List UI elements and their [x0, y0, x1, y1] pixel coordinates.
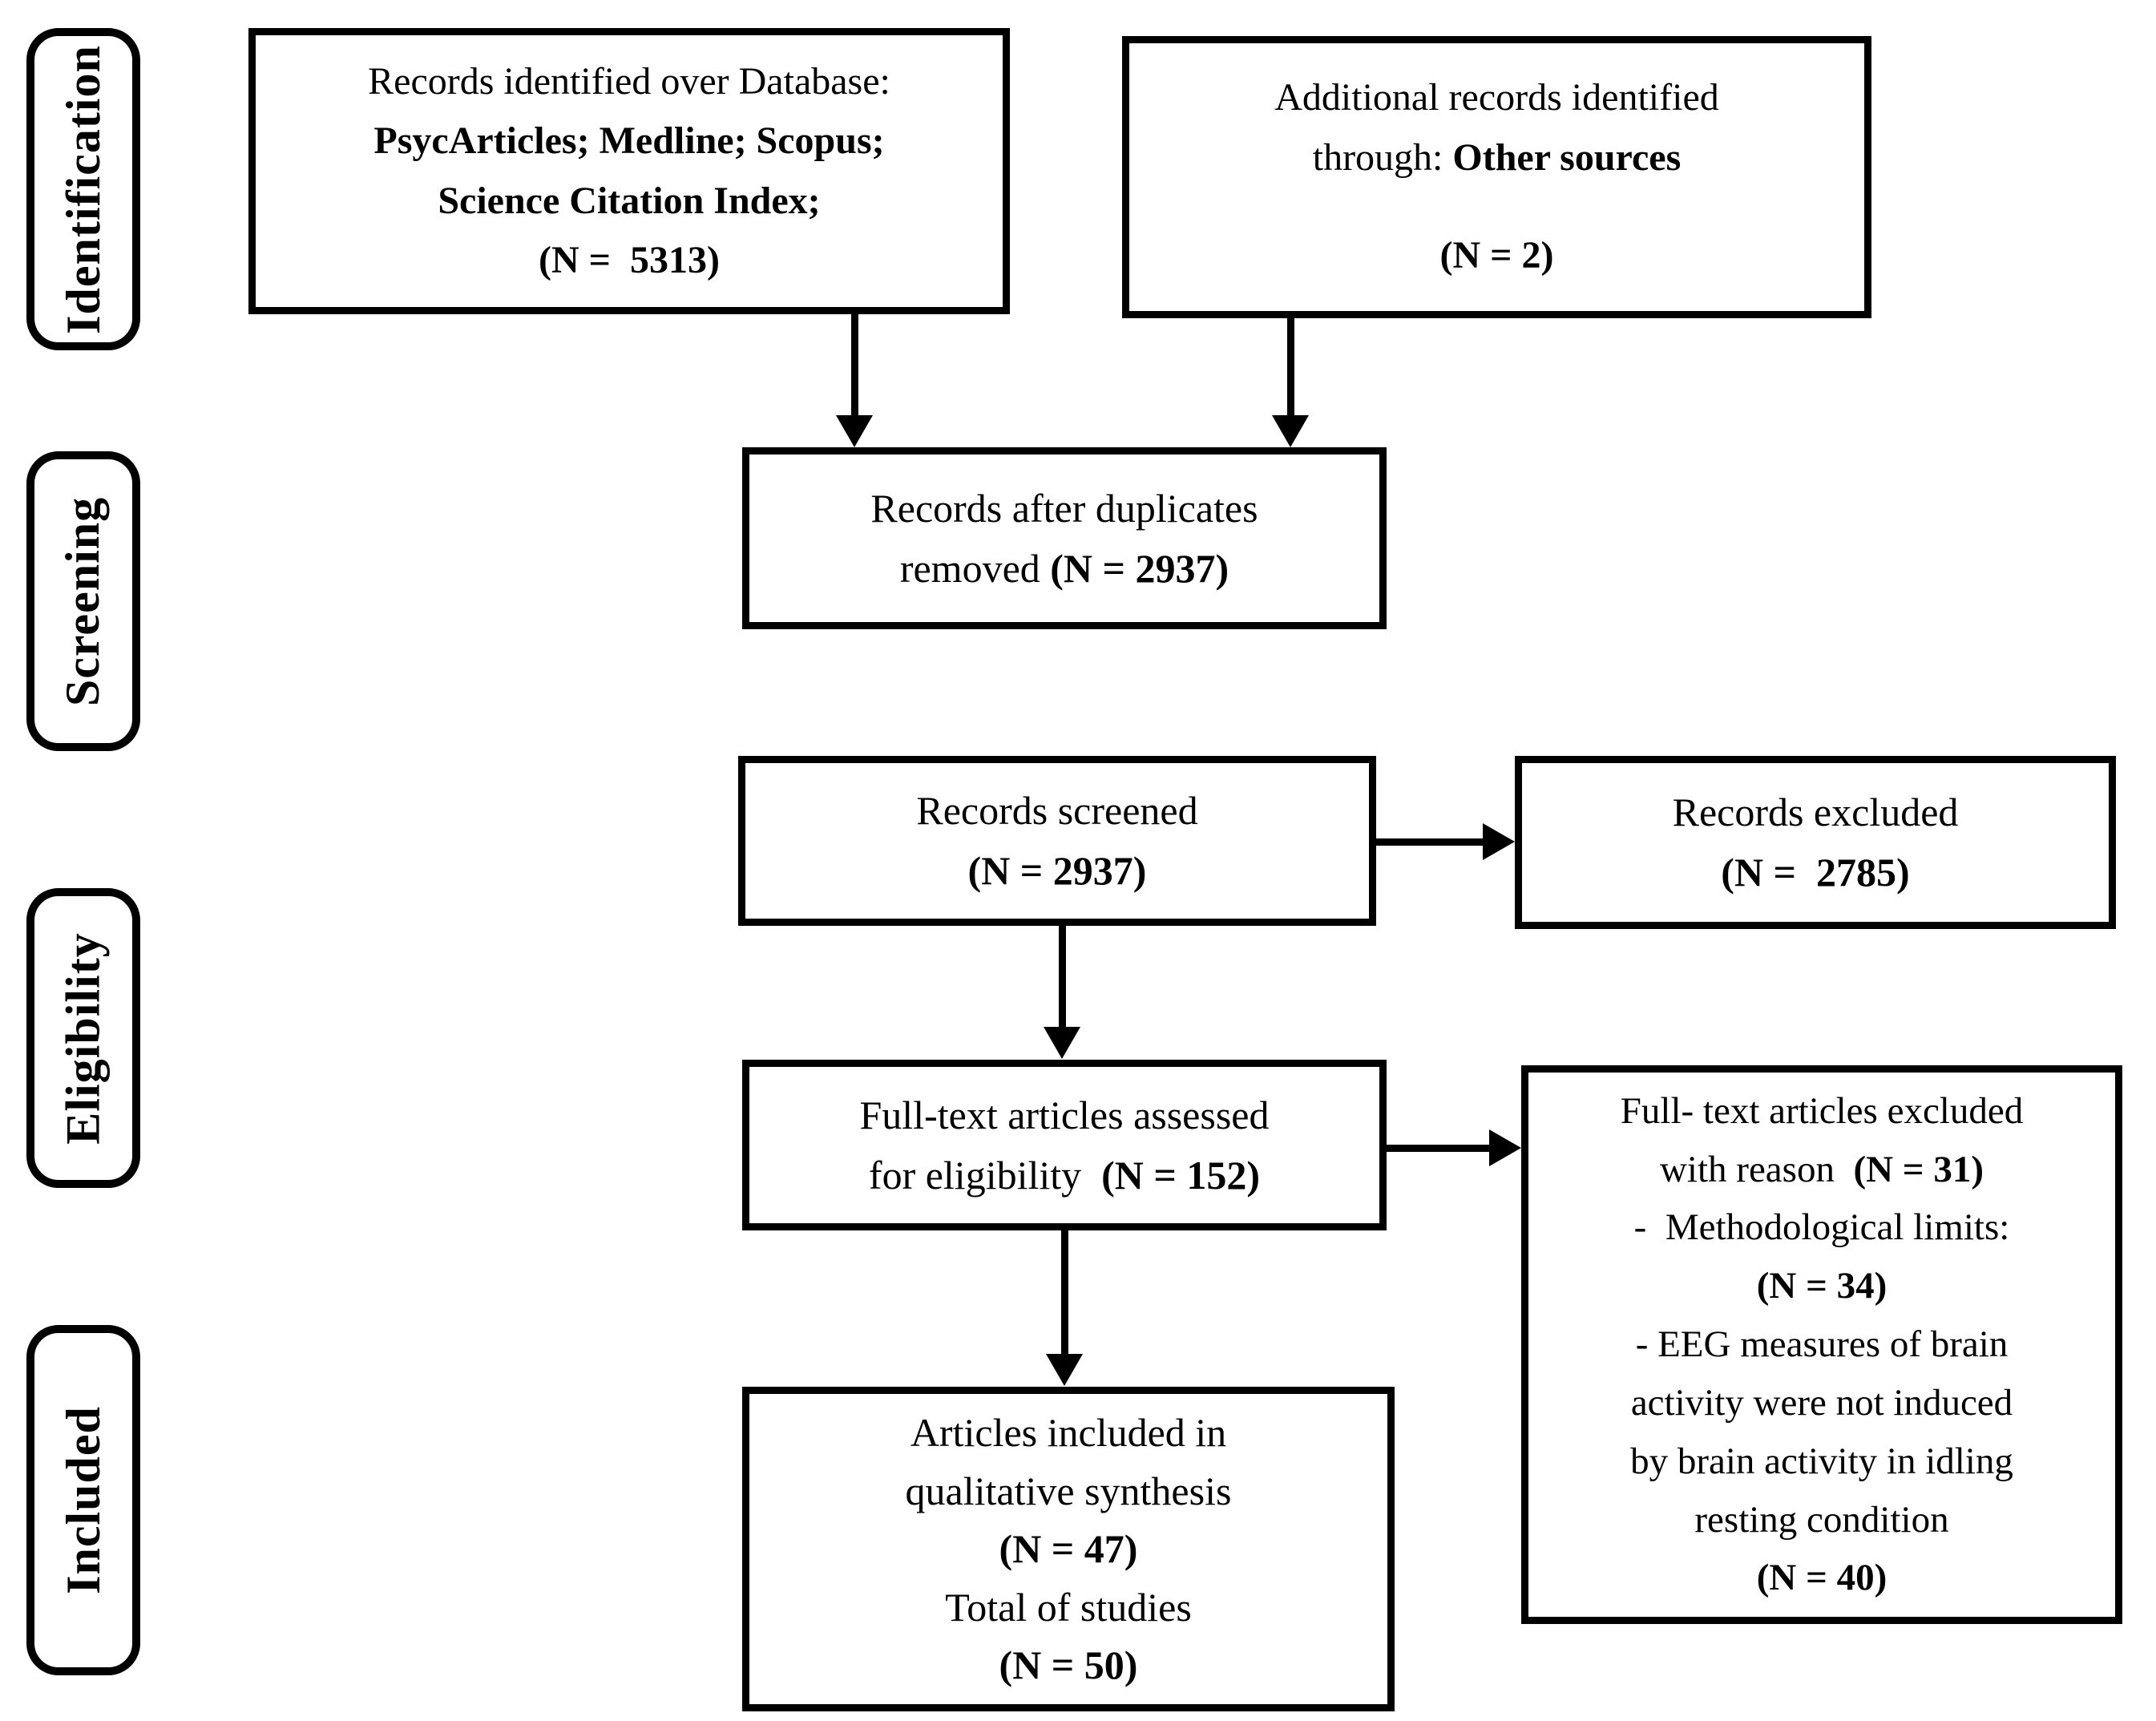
box-reason-line: by brain activity in idling: [1630, 1440, 2013, 1482]
stage-label-eligibility: Eligibility: [26, 888, 140, 1188]
stage-label-text: Identification: [56, 44, 110, 334]
box-count: (N = 47): [999, 1526, 1138, 1572]
box-text-segment: Other sources: [1452, 135, 1682, 179]
arrow-shaft: [1286, 317, 1294, 415]
box-reason-line: - Methodological limits:: [1633, 1206, 2010, 1249]
box-text-line: Total of studies: [945, 1584, 1192, 1630]
box-text-line: Science Citation Index;: [438, 179, 821, 222]
box-count: (N = 5313): [539, 238, 720, 281]
box-text-line: qualitative synthesis: [905, 1468, 1232, 1513]
box-text-segment: removed: [899, 545, 1051, 591]
box-text-line: Records after duplicates: [870, 485, 1258, 531]
box-fulltext-assessed: Full-text articles assessed for eligibil…: [742, 1060, 1387, 1230]
arrow-down-icon: [1046, 1229, 1083, 1386]
box-count: (N = 34): [1756, 1265, 1888, 1307]
arrowhead-right-icon: [1489, 1129, 1521, 1166]
stage-label-included: Included: [26, 1325, 140, 1675]
box-records-excluded: Records excluded (N = 2785): [1515, 756, 2116, 929]
arrow-right-icon: [1375, 823, 1515, 860]
box-reason-line: activity were not induced: [1630, 1381, 2013, 1424]
box-additional-records: Additional records identified through: O…: [1122, 36, 1871, 318]
box-text-line: Records excluded: [1672, 790, 1959, 834]
box-text-line: for eligibility (N = 152): [869, 1145, 1260, 1206]
box-articles-included: Articles included in qualitative synthes…: [742, 1387, 1395, 1711]
box-count: (N = 2937): [1050, 545, 1229, 591]
stage-label-text: Included: [56, 1406, 110, 1594]
arrow-shaft: [1375, 838, 1483, 846]
box-fulltext-excluded: Full- text articles excluded with reason…: [1521, 1065, 2122, 1624]
box-text-line: Records screened: [916, 788, 1198, 833]
box-records-identified: Records identified over Database: PsycAr…: [248, 28, 1010, 314]
box-text-line: PsycArticles; Medline; Scopus;: [373, 119, 885, 163]
box-count: (N = 2937): [967, 848, 1147, 893]
stage-label-text: Eligibility: [56, 931, 110, 1145]
arrow-shaft: [1060, 1229, 1068, 1354]
arrow-down-icon: [1044, 924, 1080, 1059]
box-text-segment: through:: [1312, 135, 1453, 179]
arrowhead-right-icon: [1483, 823, 1515, 860]
stage-label-identification: Identification: [26, 28, 140, 350]
box-duplicates-removed: Records after duplicates removed (N = 29…: [742, 447, 1387, 629]
arrow-shaft: [850, 313, 858, 415]
box-reason-line: resting condition: [1694, 1498, 1949, 1541]
box-text-line: Additional records identified: [1274, 76, 1719, 119]
stage-label-text: Screening: [56, 496, 110, 706]
box-count: (N = 2785): [1721, 850, 1910, 895]
box-count: (N = 31): [1853, 1148, 1984, 1190]
arrow-shaft: [1385, 1144, 1489, 1152]
box-text-line: Articles included in: [910, 1410, 1227, 1456]
box-text-line: removed (N = 2937): [900, 539, 1229, 599]
box-count: (N = 152): [1101, 1152, 1261, 1198]
box-text-line: Full-text articles assessed: [859, 1092, 1270, 1137]
box-reason-line: - EEG measures of brain: [1635, 1323, 2009, 1366]
arrow-right-icon: [1385, 1129, 1521, 1166]
box-text-line: Records identified over Database:: [368, 59, 890, 103]
arrowhead-down-icon: [1046, 1354, 1083, 1386]
arrowhead-down-icon: [836, 415, 873, 447]
arrow-down-icon: [1272, 317, 1309, 447]
arrow-shaft: [1058, 924, 1066, 1027]
box-count: (N = 40): [1756, 1557, 1888, 1599]
box-records-screened: Records screened (N = 2937): [738, 756, 1376, 926]
box-count: (N = 50): [999, 1642, 1138, 1688]
stage-label-screening: Screening: [26, 451, 140, 751]
box-text-line: through: Other sources: [1313, 128, 1682, 188]
arrowhead-down-icon: [1044, 1027, 1080, 1059]
box-text-line: with reason (N = 31): [1660, 1141, 1984, 1199]
box-text-segment: with reason: [1659, 1148, 1854, 1190]
box-text-segment: for eligibility: [868, 1152, 1102, 1198]
arrow-down-icon: [836, 313, 873, 447]
arrowhead-down-icon: [1272, 415, 1309, 447]
box-count: (N = 2): [1439, 234, 1554, 277]
box-text-line: Full- text articles excluded: [1620, 1089, 2024, 1132]
